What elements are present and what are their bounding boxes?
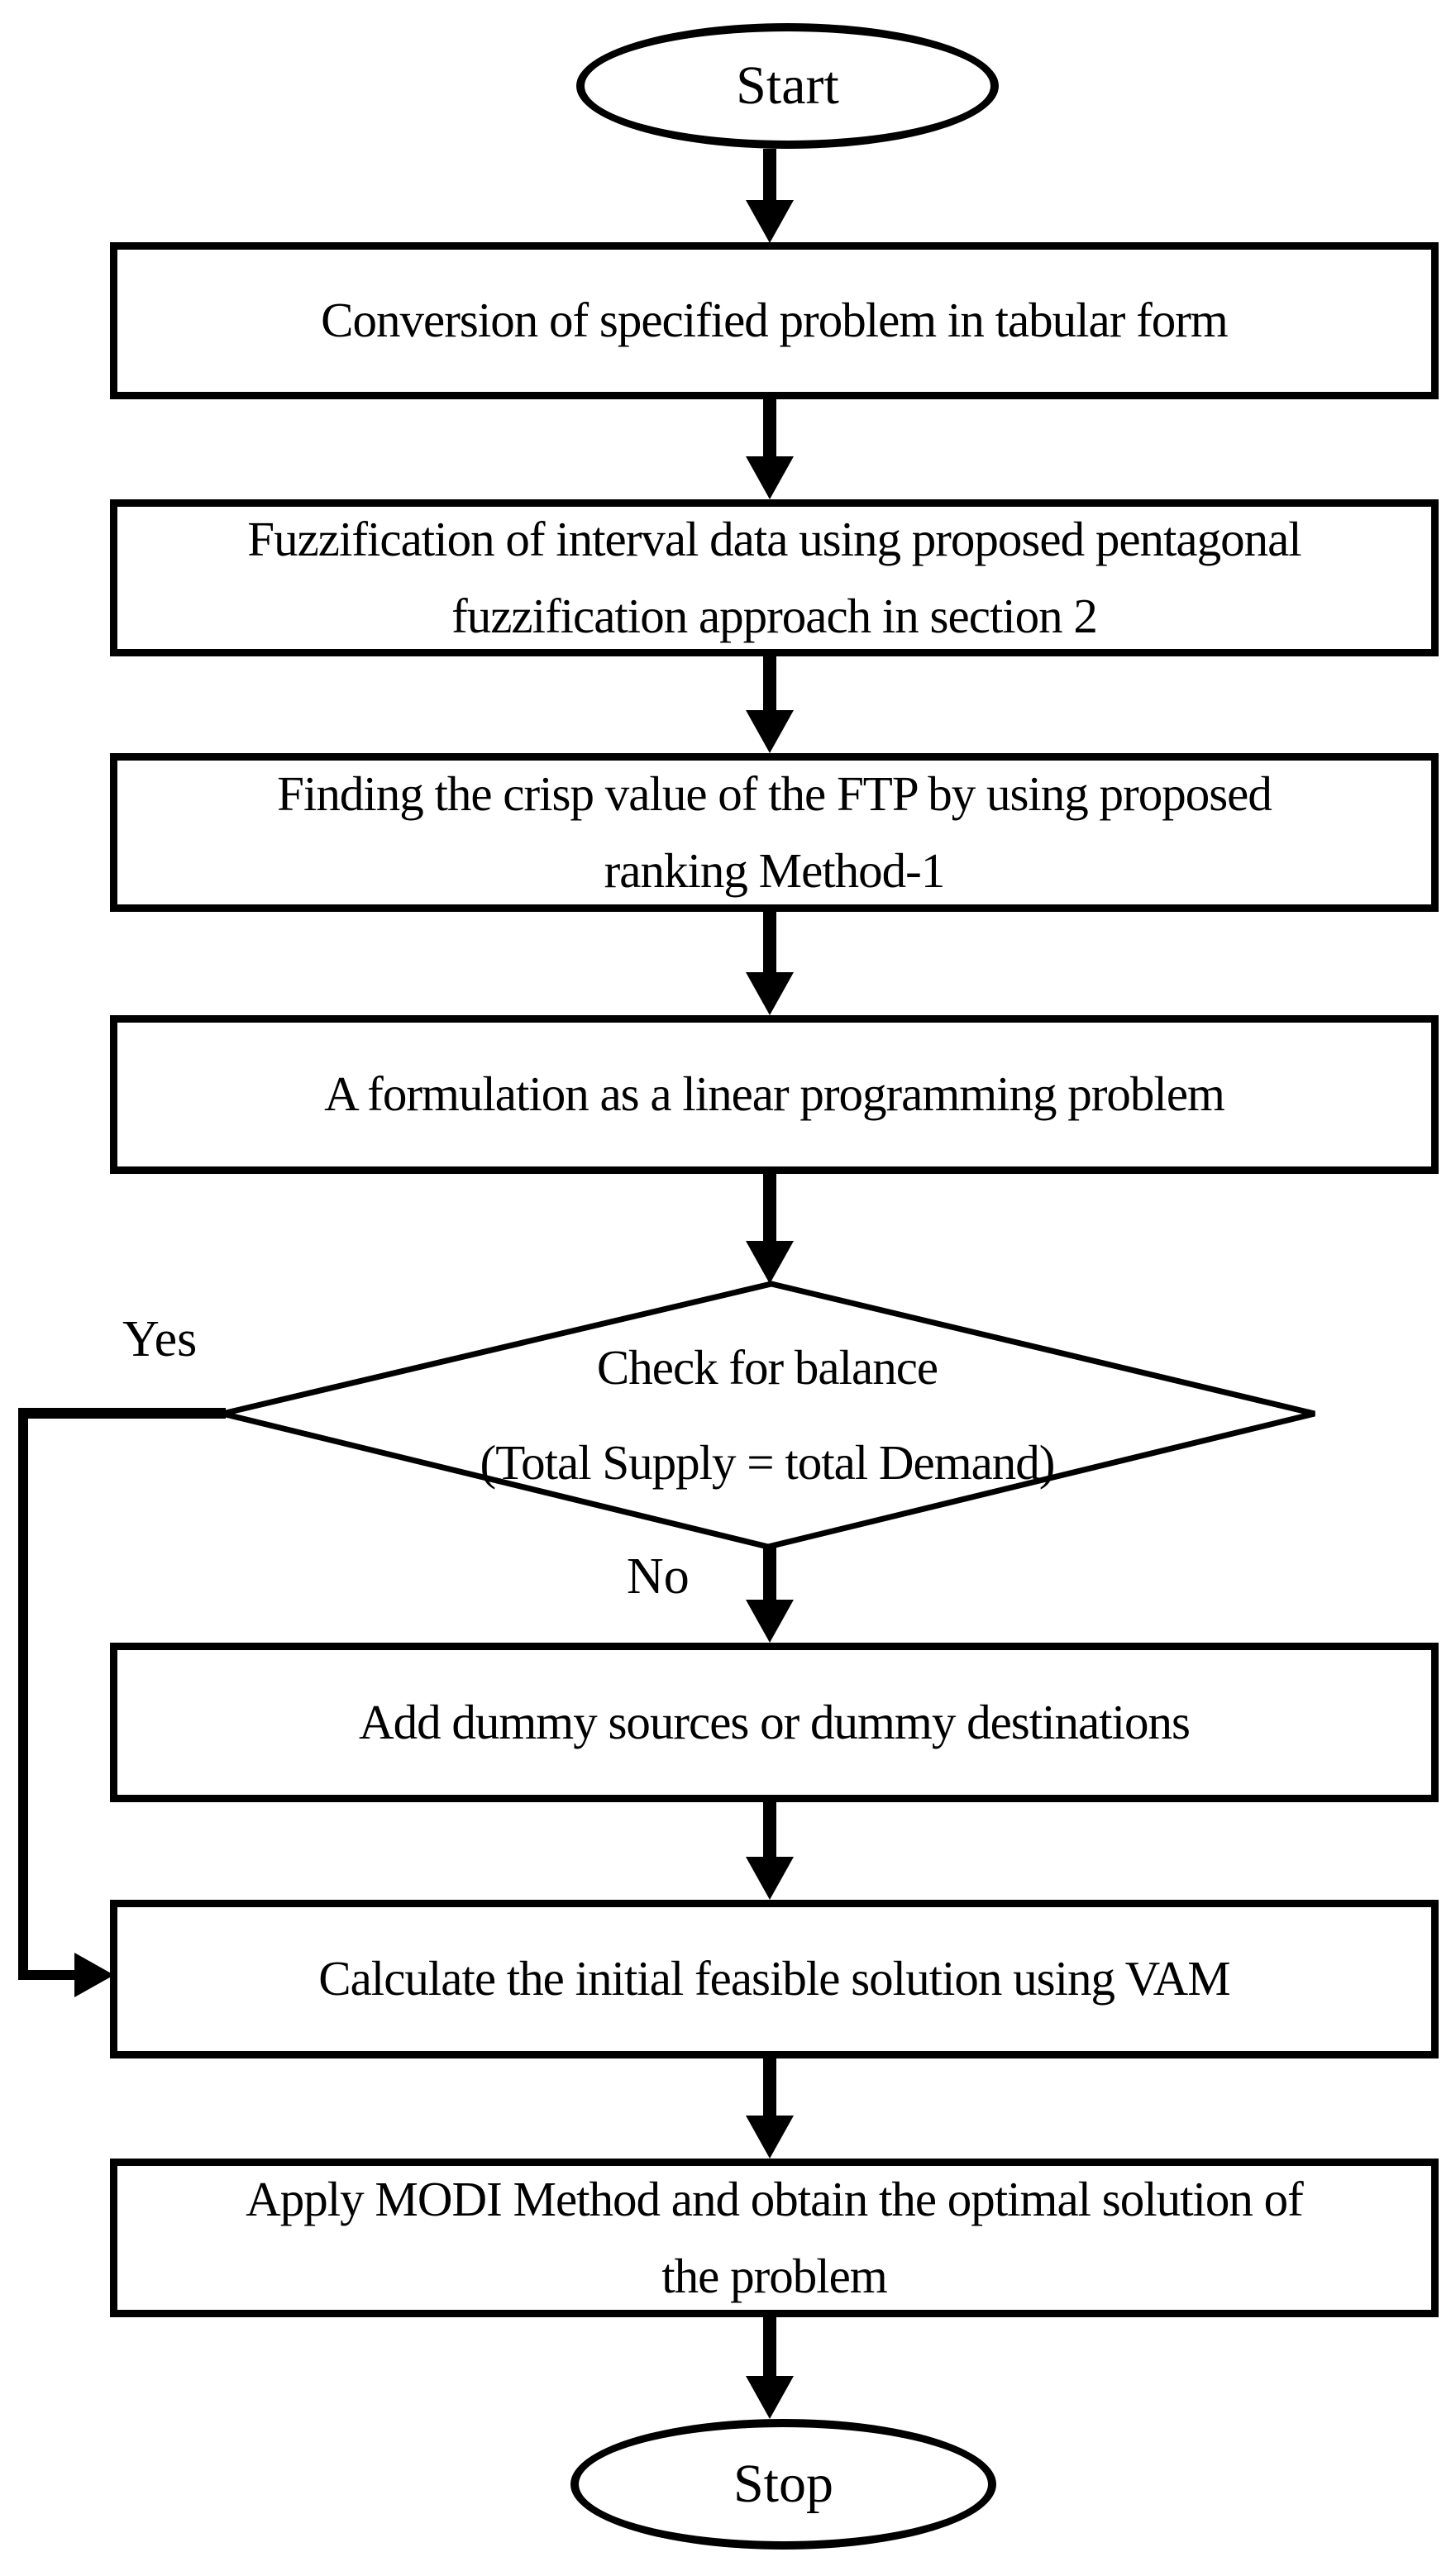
arrow-vam-to-modi-head [746, 2116, 794, 2159]
modi-label-line2: the problem [661, 2249, 887, 2303]
process-box-tabular-form: Conversion of specified problem in tabul… [110, 242, 1439, 399]
arrow-fuzzification-to-crisp-head [746, 710, 794, 753]
crisp-label-line2: ranking Method-1 [604, 843, 946, 898]
decision-label-line2: (Total Supply = total Demand) [480, 1435, 1056, 1490]
dummy-label: Add dummy sources or dummy destinations [359, 1694, 1191, 1749]
yes-branch-line-vertical [18, 1408, 28, 1980]
process-box-linear-programming: A formulation as a linear programming pr… [110, 1015, 1439, 1174]
process-box-crisp-value: Finding the crisp value of the FTP by us… [110, 753, 1439, 912]
yes-label: Yes [122, 1311, 198, 1367]
lp-label: A formulation as a linear programming pr… [324, 1066, 1225, 1122]
arrow-decision-to-dummy-stem [763, 1544, 776, 1600]
process-box-fuzzification: Fuzzification of interval data using pro… [110, 499, 1439, 656]
decision-label-line1: Check for balance [596, 1339, 938, 1395]
vam-label: Calculate the initial feasible solution … [318, 1951, 1230, 2006]
arrow-crisp-to-lp-head [746, 972, 794, 1015]
stop-label: Stop [733, 2454, 834, 2514]
tabular-label: Conversion of specified problem in tabul… [321, 293, 1229, 348]
modi-label-line1: Apply MODI Method and obtain the optimal… [246, 2171, 1304, 2226]
arrow-fuzzification-to-crisp-stem [763, 656, 776, 711]
arrow-modi-to-stop-stem [763, 2317, 776, 2377]
yes-branch-line-bottom [18, 1970, 79, 1980]
arrow-dummy-to-vam-stem [763, 1802, 776, 1858]
yes-branch-line-top [18, 1408, 226, 1419]
arrow-start-to-tabular-head [746, 200, 794, 243]
process-box-modi: Apply MODI Method and obtain the optimal… [110, 2159, 1439, 2317]
no-label: No [627, 1548, 690, 1605]
arrow-modi-to-stop-head [746, 2376, 794, 2419]
start-label: Start [736, 55, 839, 116]
yes-branch-arrow-head [74, 1953, 114, 1997]
arrow-dummy-to-vam-head [746, 1857, 794, 1900]
fuzzification-label-line2: fuzzification approach in section 2 [451, 589, 1098, 643]
arrow-vam-to-modi-stem [763, 2058, 776, 2116]
arrow-start-to-tabular-stem [763, 149, 776, 202]
stop-terminator: Stop [570, 2419, 996, 2550]
arrow-lp-to-decision-head [746, 1241, 794, 1284]
arrow-tabular-to-fuzzification-head [746, 456, 794, 499]
arrow-lp-to-decision-stem [763, 1174, 776, 1242]
process-box-vam: Calculate the initial feasible solution … [110, 1900, 1439, 2058]
arrow-tabular-to-fuzzification-stem [763, 399, 776, 457]
fuzzification-label-line1: Fuzzification of interval data using pro… [247, 511, 1301, 566]
decision-label: Check for balance (Total Supply = total … [213, 1279, 1321, 1552]
crisp-label-line1: Finding the crisp value of the FTP by us… [277, 766, 1272, 821]
arrow-decision-to-dummy-head [746, 1600, 794, 1643]
arrow-crisp-to-lp-stem [763, 912, 776, 973]
start-terminator: Start [576, 23, 999, 149]
decision-diamond-balance-check: Check for balance (Total Supply = total … [213, 1279, 1321, 1552]
process-box-add-dummy: Add dummy sources or dummy destinations [110, 1643, 1439, 1802]
